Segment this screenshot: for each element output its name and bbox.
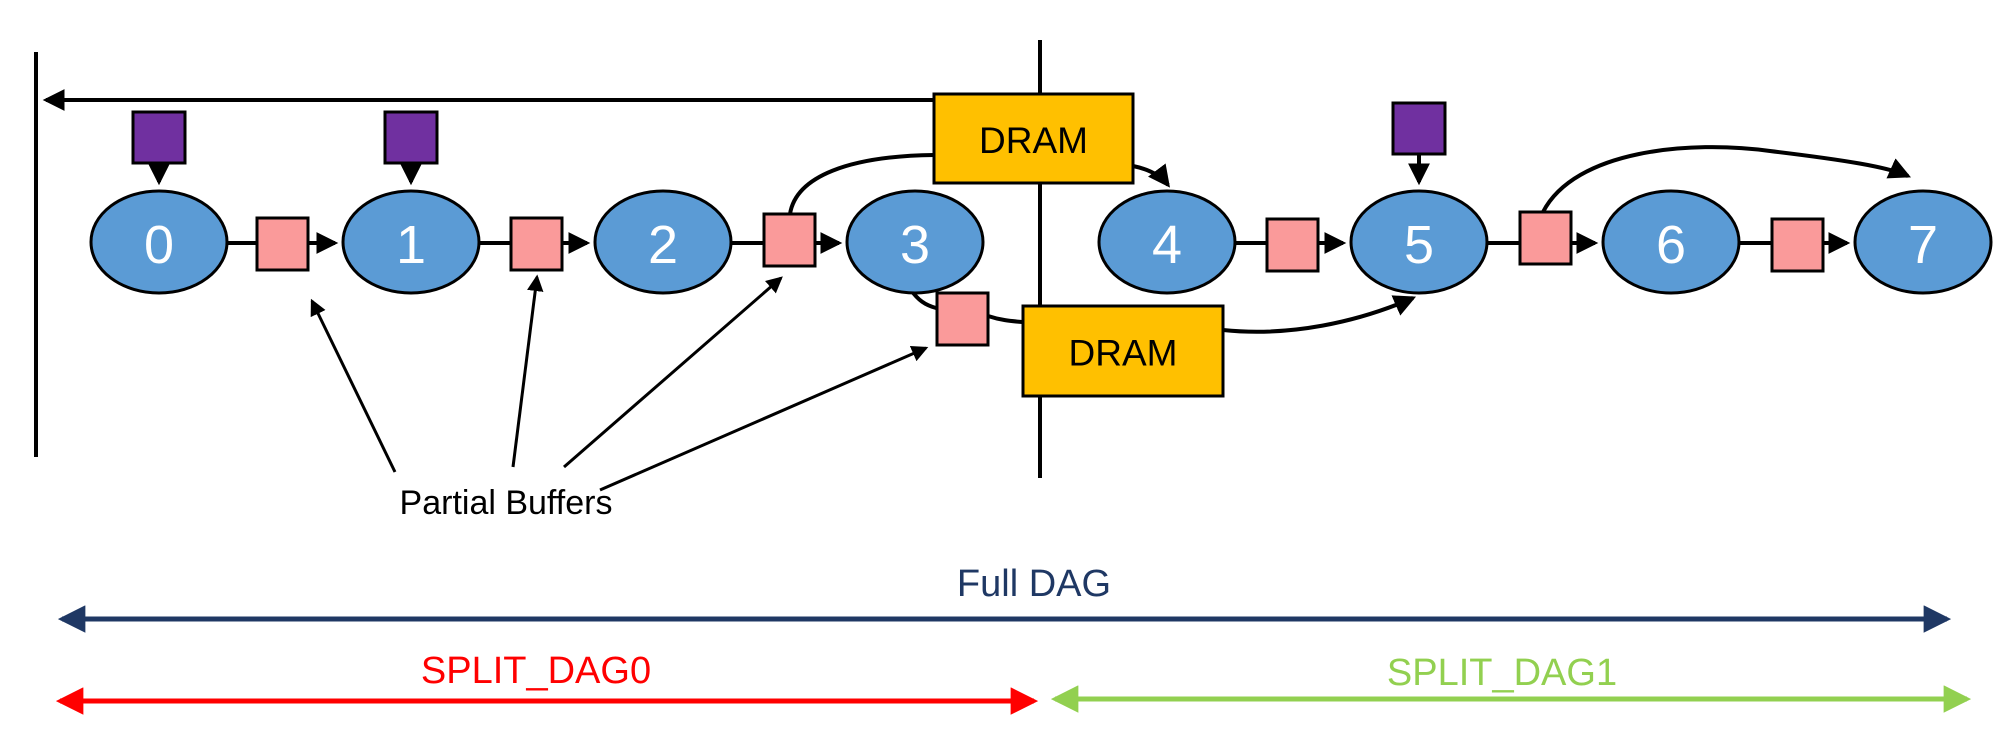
dag-node-2	[593, 189, 733, 295]
dag-node-4	[1097, 189, 1237, 295]
partial-buffer-pb1	[509, 216, 564, 272]
dag-node-label-6: 6	[1656, 215, 1686, 275]
dram-top-box	[932, 92, 1135, 185]
partial-buffer-pb3	[1265, 217, 1320, 273]
partial-buffer-pb2	[762, 212, 817, 268]
dag-node-label-7: 7	[1908, 215, 1938, 275]
dag-node-6	[1601, 189, 1741, 295]
split-dag1-label: SPLIT_DAG1	[1387, 652, 1617, 694]
edge-pb4-skip-to-node7	[1541, 145, 1912, 213]
input-buffer-node5	[1391, 101, 1447, 156]
edge-dram-bottom-to-node5	[1222, 295, 1417, 334]
input-buffer-node1	[383, 110, 439, 165]
dag-node-label-5: 5	[1404, 215, 1434, 275]
dag-node-7	[1853, 189, 1993, 295]
dag-node-0	[89, 189, 229, 295]
partial-buffer-pb5	[1770, 217, 1825, 273]
dag-node-label-0: 0	[144, 215, 174, 275]
dag-node-1	[341, 189, 481, 295]
split-dag0-label: SPLIT_DAG0	[421, 650, 651, 692]
edge-dram-top-to-node4	[1132, 163, 1170, 188]
partial-buffer-pb0	[255, 216, 310, 272]
partial-buffers-pointer-pb2	[563, 276, 783, 469]
full-dag-label: Full DAG	[957, 563, 1111, 605]
partial-buffer-pb4	[1518, 210, 1573, 266]
edge-pb2-to-dram-top	[788, 153, 935, 215]
partial-buffer-pbd	[935, 291, 990, 347]
dag-node-label-4: 4	[1152, 215, 1182, 275]
dag-node-label-2: 2	[648, 215, 678, 275]
partial-buffers-pointer-pb1	[511, 274, 544, 468]
partial-buffers-pointer-pb0	[310, 298, 397, 473]
dag-node-3	[845, 189, 985, 295]
edge-spill-buffer-to-dram-bottom	[987, 314, 1023, 324]
dag-node-label-3: 3	[900, 215, 930, 275]
dag-node-5	[1349, 189, 1489, 295]
dram-bottom-label: DRAM	[1069, 333, 1178, 374]
dram-bottom-box	[1021, 304, 1225, 398]
partial-buffers-pointer-pbd	[599, 346, 929, 492]
partial-buffers-label: Partial Buffers	[400, 484, 613, 522]
dram-top-label: DRAM	[979, 120, 1088, 161]
dag-node-label-1: 1	[396, 215, 426, 275]
input-buffer-node0	[131, 110, 187, 165]
